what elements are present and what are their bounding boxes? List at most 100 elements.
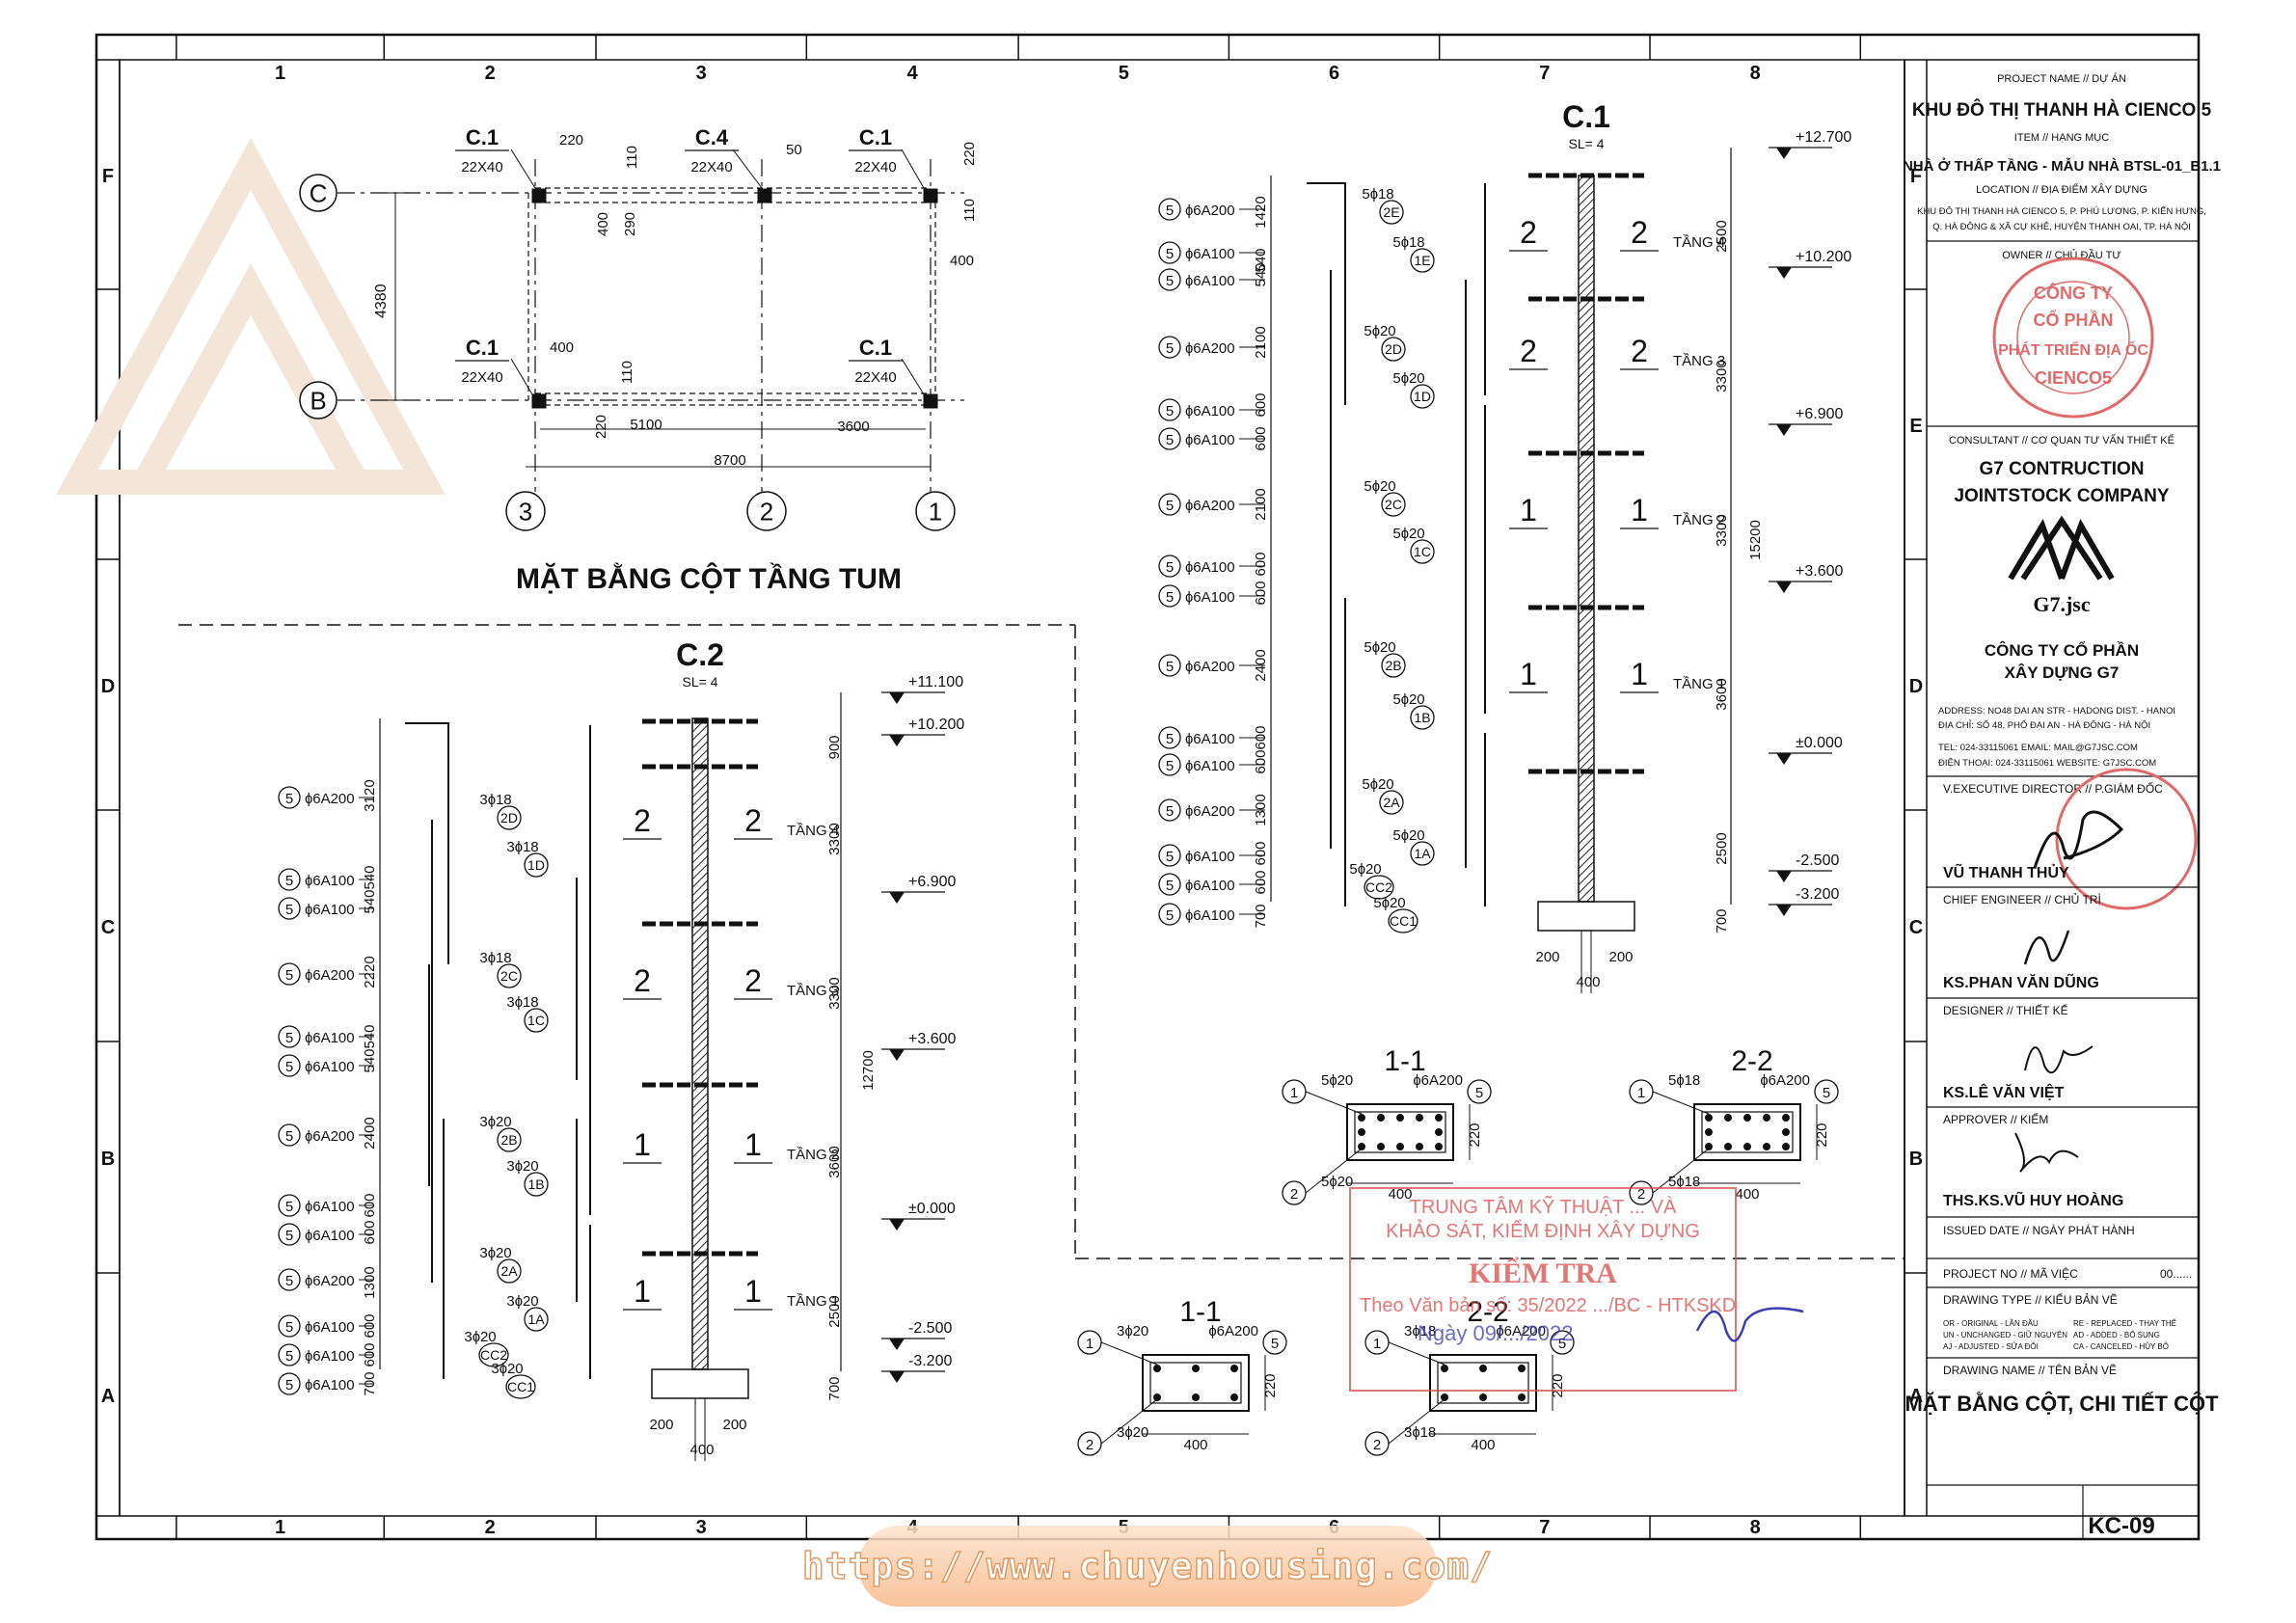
line [1305, 1091, 1363, 1115]
stirrup-bubble-text: 5 [285, 1059, 293, 1075]
dim: 400 [950, 253, 974, 269]
c2-sec11-title: 1-1 [1179, 1296, 1221, 1328]
dim: 8700 [714, 452, 745, 469]
c1-sec22-h: 220 [1814, 1123, 1830, 1147]
column-section [923, 188, 938, 203]
c1-sec11-h: 220 [1467, 1123, 1483, 1147]
c1-level: +6.900 [1796, 406, 1843, 422]
c2-bar-spec: 3ɸ20 [506, 1293, 538, 1310]
section-mark: 2 [744, 963, 762, 998]
c1-bar-spec: 5ɸ20 [1392, 370, 1424, 387]
line [1388, 1341, 1445, 1366]
c1-dim-left: 600 [1253, 426, 1269, 450]
tb-drawingtype: AJ - ADJUSTED - SỬA ĐỔI [1943, 1342, 2039, 1351]
c1-dim-left: 700 [1253, 904, 1269, 928]
rebar-dot [1358, 1128, 1365, 1136]
plan-col-name: C.1 [466, 336, 499, 360]
grid-row-right-F: F [1910, 166, 1922, 187]
c1-stirrup: ɸ6A100 [1185, 878, 1235, 894]
level-mark [1776, 267, 1792, 279]
rebar-dot [1743, 1114, 1751, 1122]
c1-stirrup: ɸ6A200 [1185, 803, 1235, 820]
tb-drawingtype: UN - UNCHANGED - GIỮ NGUYÊN [1943, 1331, 2067, 1339]
section-mark: 1 [1520, 493, 1537, 527]
c2-stirrup: ɸ6A200 [305, 1273, 355, 1289]
c1-dim-right: 2500 [1714, 832, 1730, 864]
grid-col-bottom-8: 8 [1750, 1517, 1761, 1538]
plan-col-name: C.4 [695, 125, 729, 149]
stirrup-bubble-text: 5 [1166, 731, 1174, 747]
tb-address: ĐỊA CHỈ: SỐ 48, PHỐ ĐẠI AN - HÀ ĐÔNG - H… [1938, 719, 2150, 731]
c2-sec22-bot: 3ɸ18 [1404, 1424, 1436, 1441]
grid-col-top-1: 1 [275, 63, 285, 84]
grid-col-top-5: 5 [1119, 63, 1129, 84]
dim: 4380 [373, 284, 390, 318]
grid-row-left-A: A [101, 1386, 115, 1407]
level-mark [1776, 753, 1792, 765]
faint-logo [56, 137, 446, 495]
bar-bubble [524, 852, 549, 878]
c1-bar-id: 1B [1414, 710, 1430, 725]
rebar-dot [1230, 1365, 1238, 1372]
dim: 290 [622, 212, 638, 236]
c2-stirrup: ɸ6A100 [305, 1348, 355, 1365]
c1-bar-spec: 5ɸ20 [1392, 526, 1424, 542]
grid-row-right-C: C [1909, 917, 1923, 938]
c1-stirrup: ɸ6A200 [1185, 498, 1235, 514]
bar-bubble [497, 963, 522, 988]
bar-bubble [1410, 841, 1435, 866]
stirrup-bubble-text: 5 [285, 1273, 293, 1289]
level-mark [889, 1219, 905, 1231]
stirrup-bubble [278, 1194, 301, 1217]
bubble-text: 2 [1086, 1437, 1094, 1453]
axis-C [299, 174, 338, 212]
column-section [757, 188, 772, 203]
bar-bubble [1410, 248, 1435, 273]
rebar-dot [1377, 1143, 1385, 1150]
plan-col-size: 22X40 [461, 159, 502, 176]
c2-base-dim: 200 [722, 1417, 746, 1433]
bubble-text: 5 [1271, 1336, 1279, 1352]
stirrup-bubble-text: 5 [285, 791, 293, 807]
line [1100, 1398, 1158, 1445]
level-mark [1776, 871, 1792, 882]
c2-sl: SL= 4 [683, 674, 718, 690]
stirrup-bubble [1158, 555, 1181, 578]
rebar-dot [1441, 1393, 1448, 1401]
stirrup-bubble-text: 5 [1166, 758, 1174, 774]
tb-chief: KS.PHAN VĂN DŨNG [1943, 972, 2099, 991]
grid-row-left-C: C [101, 917, 115, 938]
c1-stirrup: ɸ6A100 [1185, 403, 1235, 419]
column-section [531, 393, 547, 409]
c1-bar-id: 2A [1383, 795, 1400, 810]
stirrup-bubble-text: 5 [285, 873, 293, 889]
stirrup-bubble-text: 5 [1166, 246, 1174, 262]
tb-location: KHU ĐÔ THỊ THANH HÀ CIENCO 5, P. PHÚ LƯƠ… [1917, 206, 2206, 217]
c1-stirrup: ɸ6A100 [1185, 432, 1235, 448]
dim: 400 [550, 339, 574, 356]
dim: 3600 [837, 419, 869, 435]
c1-bar-id: 1C [1414, 544, 1431, 559]
c2-stirrup: ɸ6A100 [305, 1059, 355, 1075]
tb-consultant: G7 CONTRUCTION [1980, 459, 2145, 479]
c1-stirrup: ɸ6A100 [1185, 758, 1235, 774]
c2-stirrup: ɸ6A100 [305, 1319, 355, 1336]
c1-dim-left: 600 [1253, 581, 1269, 605]
g7-logo-text: G7.jsc [2033, 592, 2091, 616]
stirrup-bubble-text: 5 [285, 1377, 293, 1393]
c1-stirrup: ɸ6A100 [1185, 731, 1235, 747]
section-mark: 1 [744, 1127, 762, 1162]
stirrup-bubble [278, 786, 301, 809]
tb-issued-label: ISSUED DATE // NGÀY PHÁT HÀNH [1943, 1223, 2135, 1237]
tb-projectno-label: PROJECT NO // MÃ VIỆC [1943, 1266, 2078, 1281]
watermark-banner[interactable]: https://www.chuyenhousing.com/ [801, 1526, 1493, 1607]
level-mark [1776, 148, 1792, 159]
c1-footing [1537, 901, 1635, 932]
tb-drawingname-label: DRAWING NAME // TÊN BẢN VẼ [1943, 1363, 2117, 1377]
section-mark: 2 [1520, 334, 1537, 368]
stirrup-bubble-text: 5 [285, 967, 293, 984]
line [1388, 1398, 1445, 1445]
c2-dim-right: 2500 [826, 1295, 843, 1327]
